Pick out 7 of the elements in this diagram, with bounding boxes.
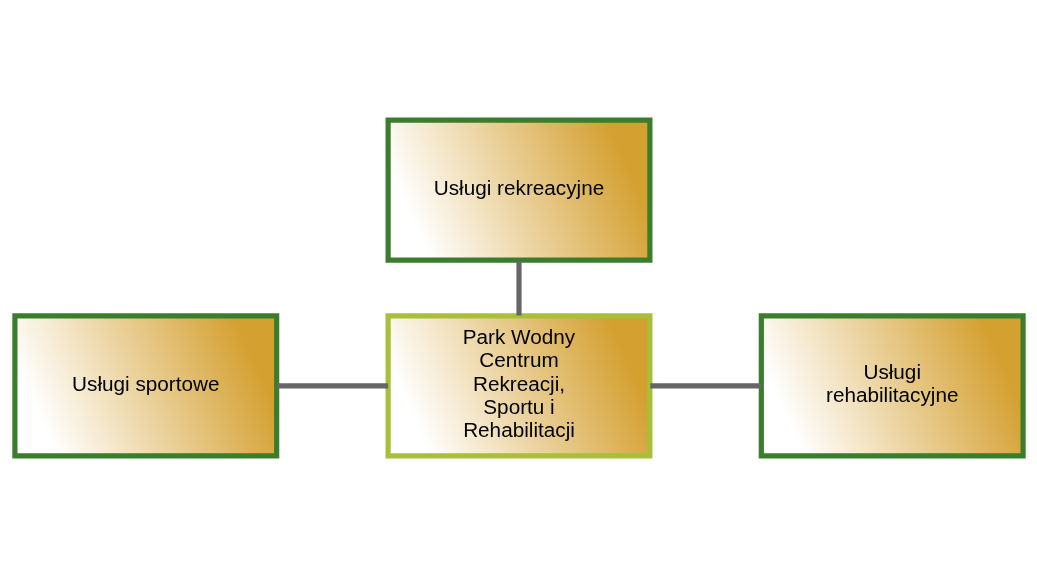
connector	[649, 383, 761, 389]
node-box: Usługi rekreacyjne	[385, 117, 652, 263]
node-box: Usługi rehabilitacyjne	[758, 313, 1026, 459]
connector	[515, 260, 522, 316]
node-box: Park Wodny Centrum Rekreacji, Sportu i Rehabilitacji	[385, 313, 652, 459]
node-box: Usługi sportowe	[11, 313, 279, 459]
connector	[276, 383, 388, 389]
